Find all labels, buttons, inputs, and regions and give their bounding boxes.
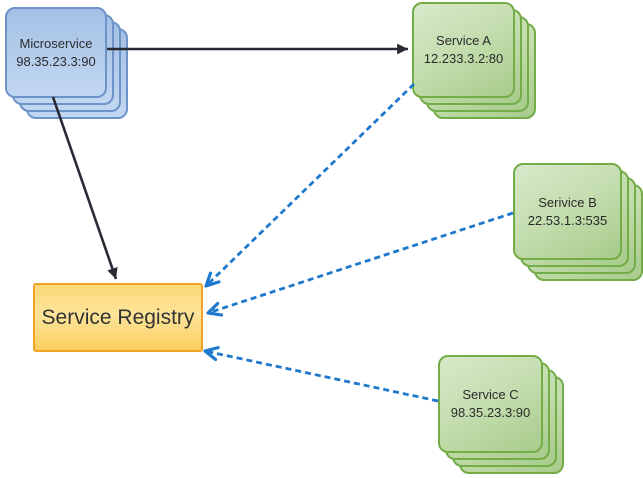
node-service-b-address: 22.53.1.3:535 — [527, 212, 608, 228]
node-service-registry: Service Registry — [33, 283, 203, 352]
node-service-c-address: 98.35.23.3:90 — [450, 405, 531, 420]
node-microservice-address: 98.35.23.3:90 — [16, 53, 96, 69]
node-microservice-label: Microservice — [19, 35, 93, 51]
node-service-c: Service C 98.35.23.3:90 — [438, 355, 564, 474]
node-service-c-label: Service C — [462, 387, 519, 402]
node-service-a-address: 12.233.3.2:80 — [423, 51, 504, 66]
node-service-a: Service A 12.233.3.2:80 — [412, 2, 536, 119]
edge-service-a-to-registry — [204, 82, 415, 288]
node-service-b-label: Serivice B — [538, 194, 597, 210]
edge-service-b-to-registry — [206, 211, 514, 317]
node-service-c-box: Service C 98.35.23.3:90 — [438, 355, 543, 453]
node-service-a-label: Service A — [436, 33, 491, 48]
node-service-b-box: Serivice B 22.53.1.3:535 — [513, 163, 622, 260]
node-service-b: Serivice B 22.53.1.3:535 — [513, 163, 643, 281]
node-service-a-box: Service A 12.233.3.2:80 — [412, 2, 515, 98]
node-microservice-box: Microservice 98.35.23.3:90 — [5, 7, 107, 98]
edge-service-c-to-registry — [203, 346, 439, 403]
edge-microservice-to-registry — [51, 96, 118, 280]
node-service-registry-label: Service Registry — [41, 305, 195, 329]
node-microservice: Microservice 98.35.23.3:90 — [5, 7, 128, 119]
